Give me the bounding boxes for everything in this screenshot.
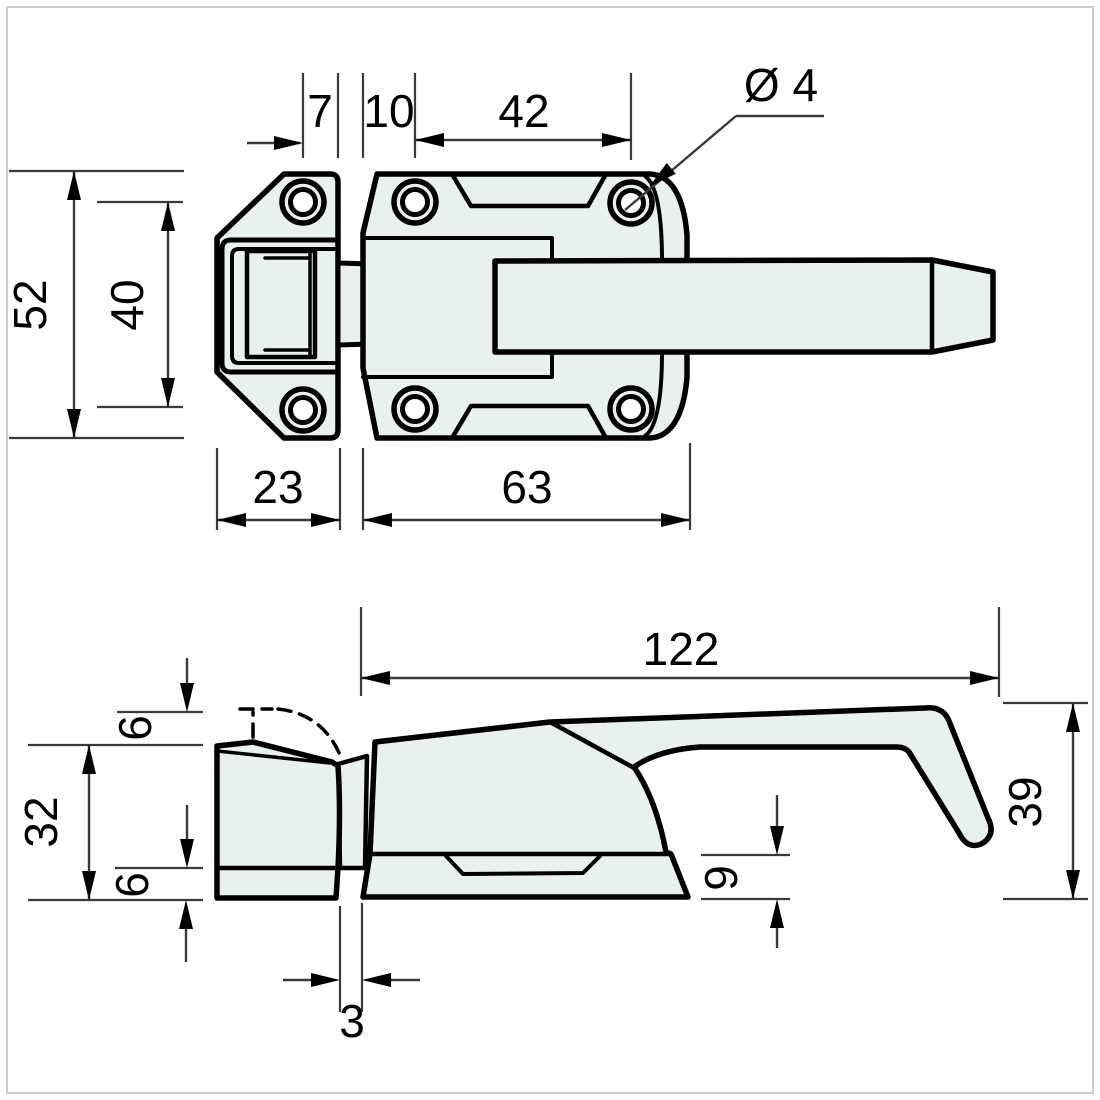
dimension-label-7: 7 xyxy=(307,85,333,137)
dimension-label-10: 10 xyxy=(363,85,414,137)
handle-crease-line xyxy=(547,719,639,772)
dimension-label-ø-4: Ø 4 xyxy=(744,59,818,111)
screw-hole-inner-ring xyxy=(616,188,646,218)
dimension-arrowhead xyxy=(179,900,193,929)
dimension-arrowhead xyxy=(661,513,690,527)
dimension-label-52: 52 xyxy=(4,279,56,330)
body-inner-edge-bottom xyxy=(361,350,664,438)
body-inner-edge-top xyxy=(361,174,664,263)
screw-hole xyxy=(391,178,439,226)
dimension-label-6: 6 xyxy=(106,872,158,898)
screw-hole xyxy=(391,385,439,433)
dimension-arrowhead xyxy=(602,133,631,147)
dimension-label-9: 9 xyxy=(695,865,747,891)
dimension-arrowhead xyxy=(415,133,444,147)
keeper-cup-outer-edge xyxy=(219,237,341,375)
screw-hole-inner-ring xyxy=(288,187,318,217)
latch-bolt-shaft-top-view xyxy=(492,257,996,355)
dimension-label-40: 40 xyxy=(101,279,153,330)
dimension-arrowhead xyxy=(770,899,784,928)
dimension-arrowhead xyxy=(67,171,81,200)
dimension-arrowhead xyxy=(970,671,999,685)
body-top-slot xyxy=(449,171,609,209)
dimension-arrowhead xyxy=(1066,703,1080,732)
screw-hole xyxy=(607,385,655,433)
screw-hole-inner-ring xyxy=(616,394,646,424)
dimension-arrowhead xyxy=(180,683,194,712)
handle-body-side-view xyxy=(360,705,994,900)
dimension-arrowhead xyxy=(82,745,96,774)
dimension-arrowhead xyxy=(161,202,175,231)
keeper-face-line xyxy=(215,749,332,765)
top-view xyxy=(214,171,996,441)
dimension-arrowhead xyxy=(361,671,390,685)
body-base-notch xyxy=(444,854,602,876)
dimension-arrowhead xyxy=(217,513,246,527)
keeper-cup-inner-edge xyxy=(230,247,340,365)
dimension-label-42: 42 xyxy=(498,85,549,137)
dimension-arrowhead xyxy=(363,513,392,527)
screw-hole xyxy=(607,179,655,227)
dimension-arrowhead xyxy=(649,162,676,187)
keeper-block-detail-lines xyxy=(263,249,312,359)
screw-hole-inner-ring xyxy=(400,187,430,217)
handle-swing-arc-dashed xyxy=(238,707,344,762)
latch-bolt-side-view xyxy=(335,753,370,871)
dimension-arrowhead xyxy=(770,826,784,855)
dimension-arrowhead xyxy=(82,871,96,900)
drawing-frame xyxy=(6,6,1094,1094)
screw-hole-inner-ring xyxy=(400,394,430,424)
dimension-label-32: 32 xyxy=(15,796,67,847)
dimension-label-122: 122 xyxy=(643,623,720,675)
dimension-arrowhead xyxy=(1066,870,1080,899)
dimension-label-6: 6 xyxy=(109,715,161,741)
dimension-label-23: 23 xyxy=(252,461,303,513)
dimension-label-3: 3 xyxy=(339,995,365,1047)
dimension-label-39: 39 xyxy=(999,776,1051,827)
screw-hole xyxy=(279,386,327,434)
dimension-arrowhead xyxy=(362,973,391,987)
side-view xyxy=(214,705,994,901)
dimension-arrowhead xyxy=(311,973,340,987)
body-bottom-slot xyxy=(449,403,609,441)
screw-hole xyxy=(279,178,327,226)
dimension-arrowhead xyxy=(161,378,175,407)
dimension-line xyxy=(624,115,737,211)
dimension-label-63: 63 xyxy=(501,461,552,513)
screw-hole-inner-ring xyxy=(288,395,318,425)
dimension-arrowhead xyxy=(67,409,81,438)
keeper-latch-block xyxy=(244,248,318,360)
dimension-arrowhead xyxy=(311,513,340,527)
dimension-arrowhead xyxy=(274,136,303,150)
dimension-arrowhead xyxy=(180,839,194,868)
keeper-block-side-view xyxy=(214,739,343,901)
